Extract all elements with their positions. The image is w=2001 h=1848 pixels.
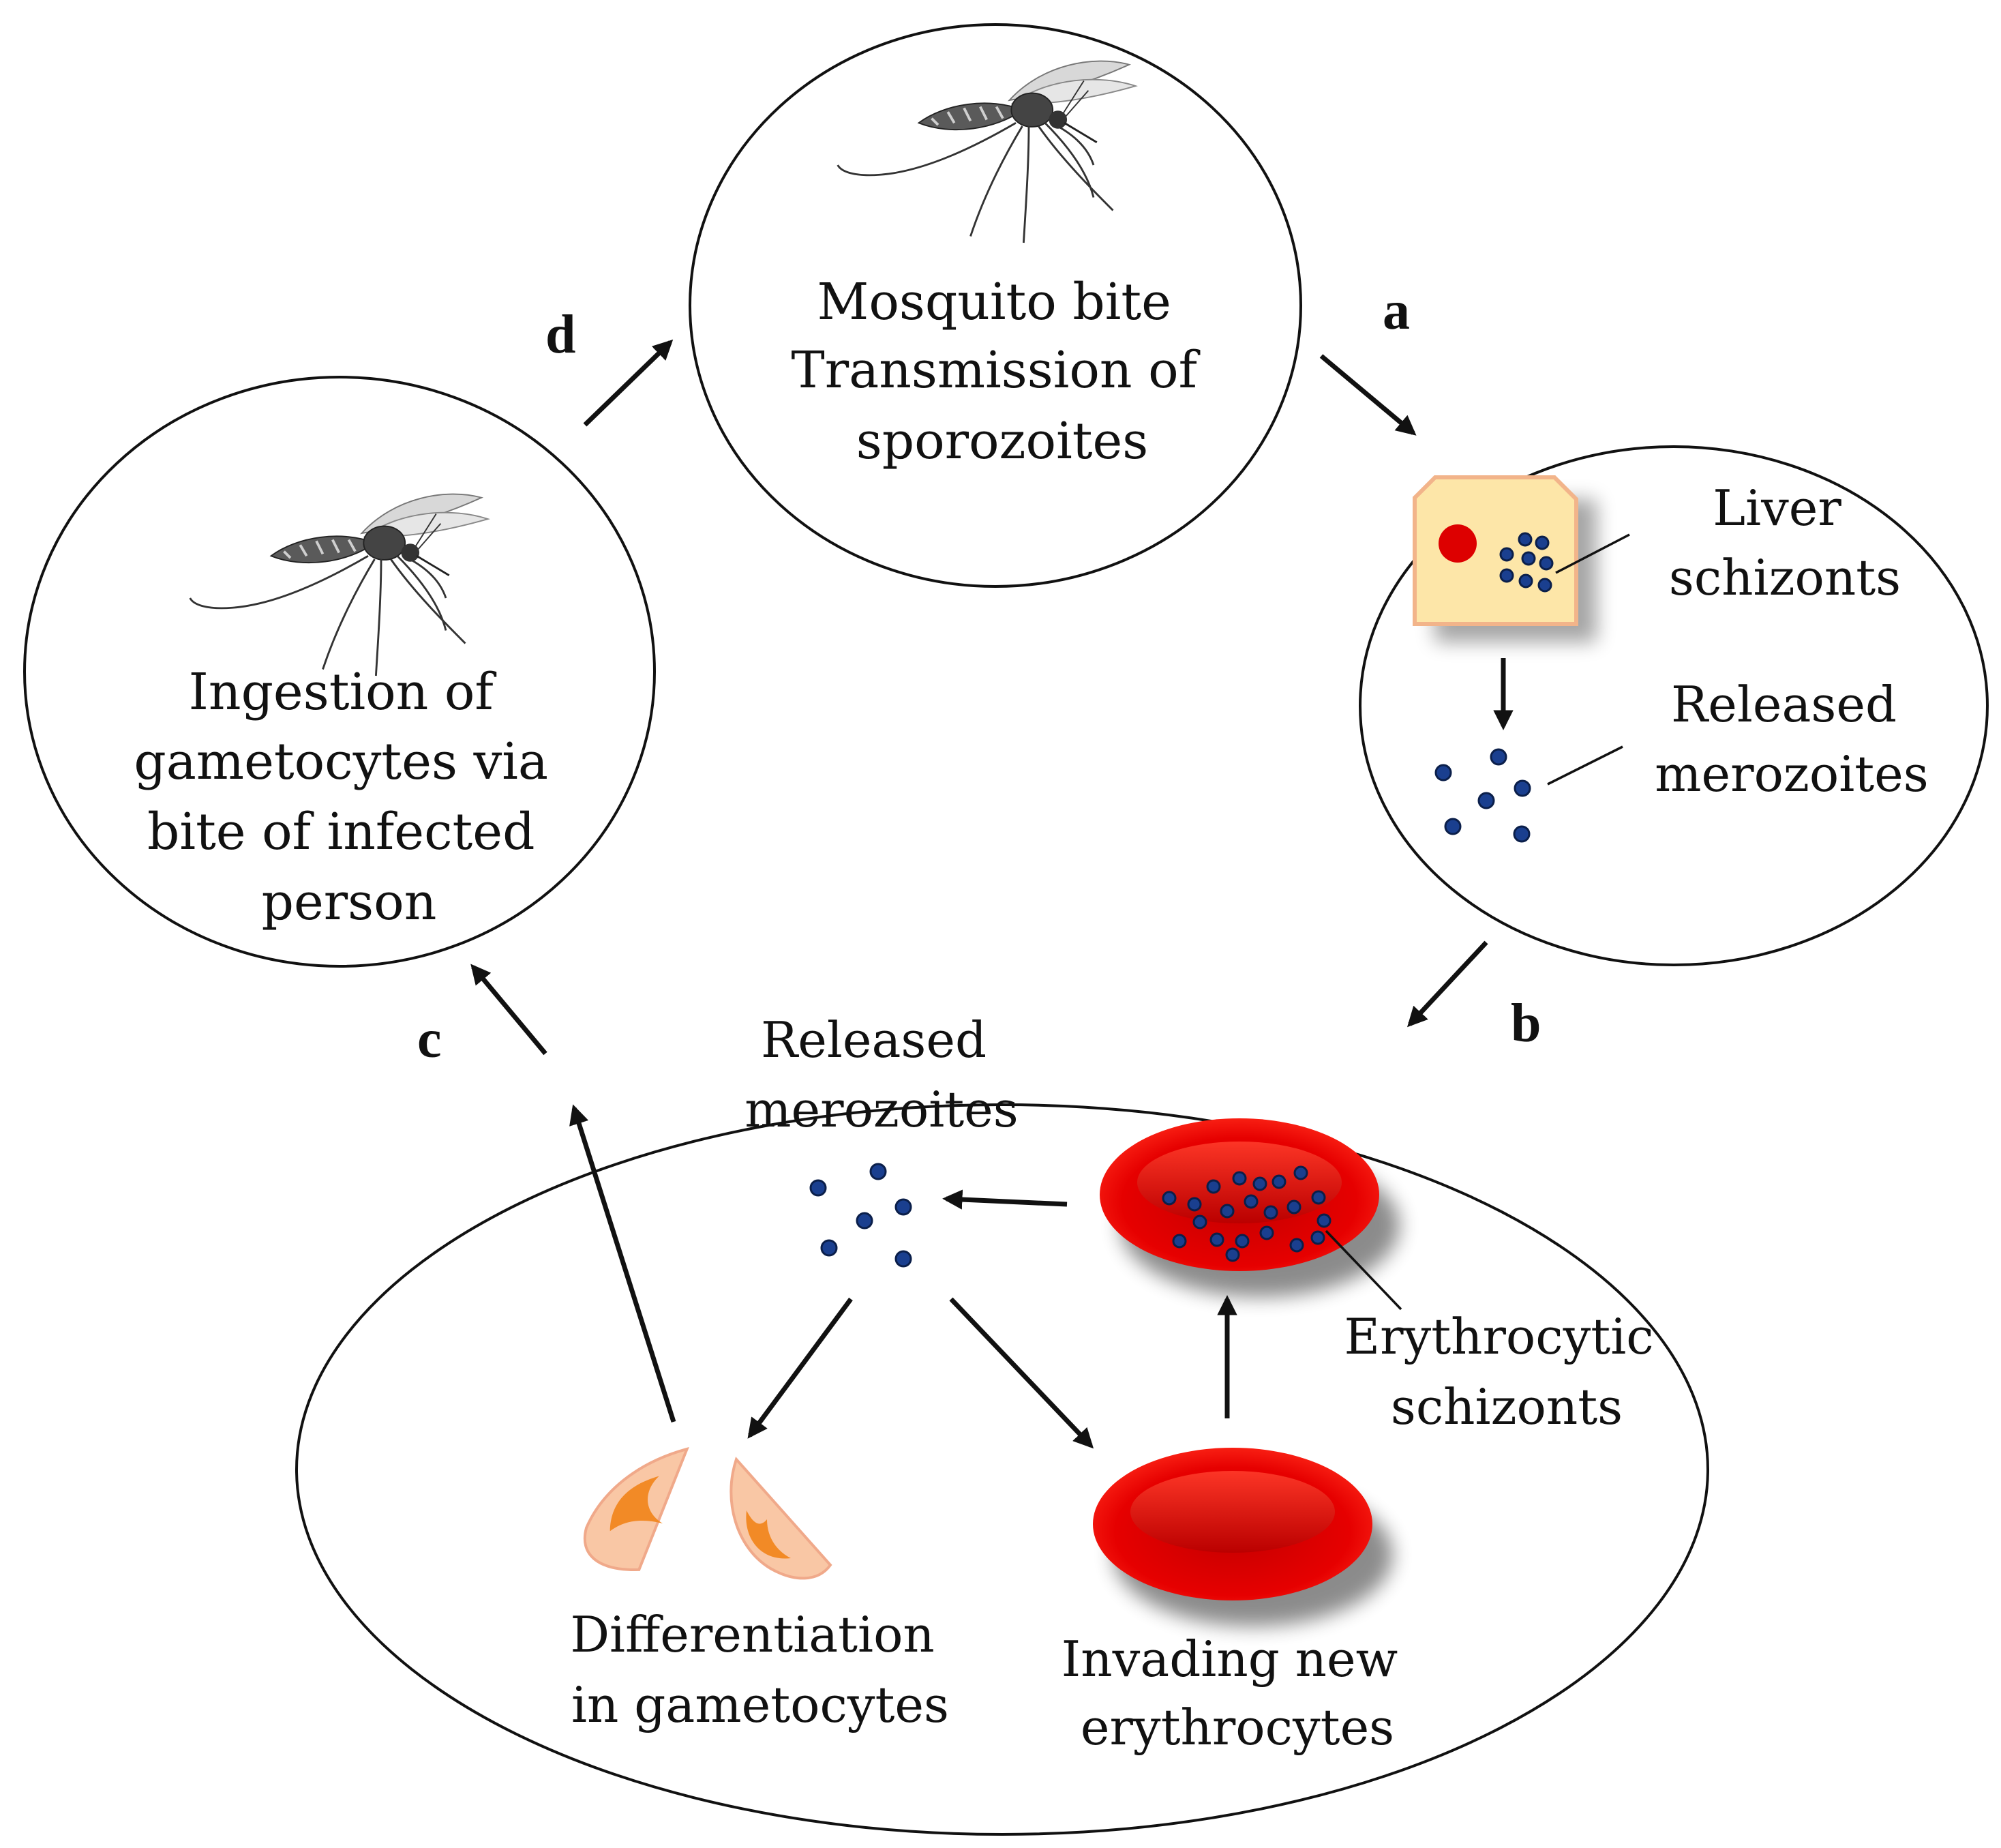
liver-schizont-parasites xyxy=(1499,532,1554,593)
gametocyte-up-arrow xyxy=(569,1104,676,1423)
liver-merozoites-leader xyxy=(1547,745,1623,786)
liver-schizonts-leader xyxy=(1555,533,1630,574)
ingestion-label: Ingestion of gametocytes via bite of inf… xyxy=(134,663,564,932)
erythrocytic-schizonts-label: Erythrocytic schizonts xyxy=(1344,1308,1670,1435)
liver-released-merozoites xyxy=(1434,748,1531,843)
to-new-erythrocyte-arrow xyxy=(949,1297,1094,1449)
erythrocytic-schizont-parasites xyxy=(1162,1165,1332,1262)
step-d-label: d xyxy=(545,305,576,365)
ingestion-node xyxy=(23,376,656,968)
gametocyte-icon xyxy=(583,1446,689,1571)
invading-erythrocytes-label: Invading new erythrocytes xyxy=(1062,1630,1413,1756)
mosquito-bite-label: Mosquito bite Transmission of sporozoite… xyxy=(791,273,1213,471)
gametocyte-icon xyxy=(729,1457,832,1580)
step-b-label: b xyxy=(1511,994,1541,1054)
schizont-release-arrow xyxy=(942,1189,1068,1210)
step-a-arrow xyxy=(1319,354,1417,436)
blood-merozoites-label: Released merozoites xyxy=(744,1011,1018,1138)
step-a-label: a xyxy=(1383,281,1410,341)
liver-merozoites-label: Released merozoites xyxy=(1655,676,1928,803)
liver-schizonts-label: Liver schizonts xyxy=(1669,479,1901,606)
to-gametocytes-arrow xyxy=(747,1297,853,1439)
erythrocytic-schizonts-leader xyxy=(1325,1229,1402,1311)
mosquito-bite-node xyxy=(689,23,1302,588)
blood-released-merozoites xyxy=(809,1163,912,1268)
gametocytes-label: Differentiation in gametocytes xyxy=(570,1606,950,1733)
step-c-label: c xyxy=(417,1009,442,1069)
blood-stage-node xyxy=(295,1103,1709,1836)
step-d-arrow xyxy=(583,339,674,427)
step-b-arrow xyxy=(1406,940,1488,1028)
step-c-arrow xyxy=(470,964,547,1056)
hepatocyte-icon xyxy=(1413,475,1597,642)
